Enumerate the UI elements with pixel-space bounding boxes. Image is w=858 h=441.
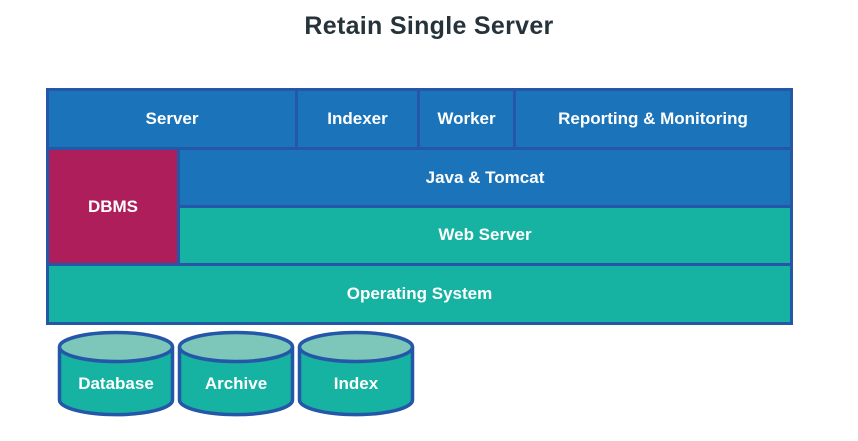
block-worker: Worker — [420, 91, 513, 148]
block-dbms: DBMS — [49, 150, 177, 263]
block-label: Server — [145, 109, 199, 129]
block-server: Server — [49, 91, 295, 148]
page-title: Retain Single Server — [304, 12, 554, 40]
block-label: Worker — [437, 109, 496, 129]
block-operating-system: Operating System — [49, 265, 790, 322]
index-cylinder: Index — [297, 330, 415, 418]
block-label: Java & Tomcat — [425, 167, 545, 187]
cylinder-icon — [177, 330, 295, 417]
block-label: DBMS — [87, 196, 139, 216]
middle-right-column: Java & Tomcat Web Server — [180, 150, 790, 263]
cylinder-icon — [57, 330, 175, 417]
database-cylinder: Database — [57, 330, 175, 418]
top-row: Server Indexer Worker Reporting & Monito… — [49, 91, 790, 148]
block-web-server: Web Server — [180, 208, 790, 263]
storage-cylinders: Database Archive Index — [57, 330, 415, 418]
server-stack: Server Indexer Worker Reporting & Monito… — [46, 88, 793, 325]
block-label: Web Server — [438, 225, 532, 245]
block-label: Indexer — [327, 109, 388, 129]
middle-row: DBMS Java & Tomcat Web Server — [49, 150, 790, 263]
cylinder-label: Index — [333, 374, 379, 393]
cylinder-icon — [297, 330, 415, 417]
block-java-tomcat: Java & Tomcat — [180, 150, 790, 205]
block-indexer: Indexer — [298, 91, 417, 148]
block-reporting-monitoring: Reporting & Monitoring — [516, 91, 790, 148]
cylinder-label: Archive — [204, 374, 268, 393]
block-label: Reporting & Monitoring — [558, 109, 748, 129]
cylinder-label: Database — [78, 374, 154, 393]
archive-cylinder: Archive — [177, 330, 295, 418]
block-label: Operating System — [346, 283, 493, 303]
